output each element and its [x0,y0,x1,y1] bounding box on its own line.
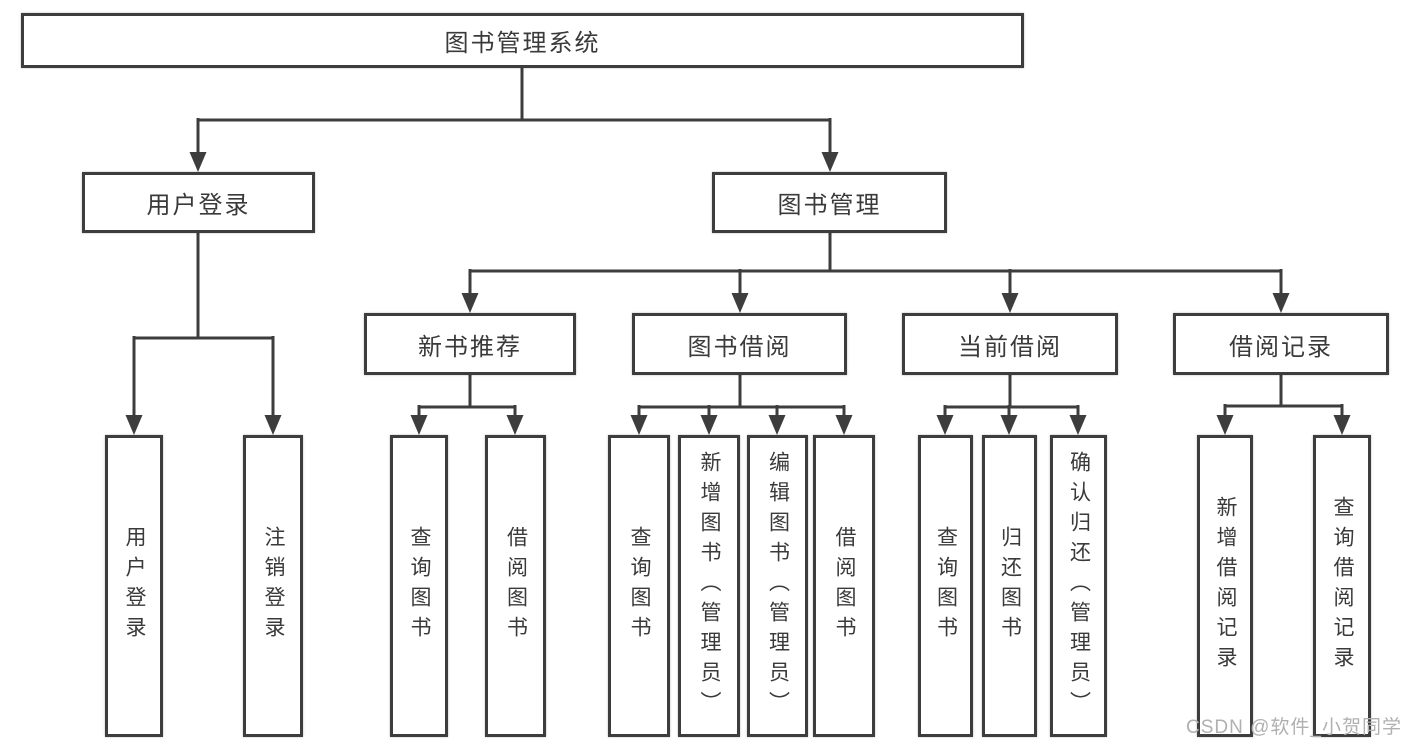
leaf-newbook-query-books: 查询图书 [390,435,448,737]
leaf-user-login: 用户登录 [105,435,163,737]
leaf-current-return-books: 归还图书 [982,435,1037,737]
node-borrowing-records: 借阅记录 [1173,313,1389,375]
leaf-borrow-borrow-books: 借阅图书 [813,435,875,737]
leaf-current-query-books: 查询图书 [918,435,973,737]
leaf-current-confirm-return-admin: 确认归还（管理员） [1050,435,1107,737]
node-book-borrowing: 图书借阅 [632,313,847,375]
leaf-borrow-edit-books-admin: 编辑图书（管理员） [747,435,808,737]
leaf-records-query-borrow-record: 查询借阅记录 [1313,435,1371,737]
leaf-newbook-borrow-books: 借阅图书 [485,435,546,737]
leaf-borrow-query-books: 查询图书 [608,435,670,737]
leaf-borrow-add-books-admin: 新增图书（管理员） [678,435,740,737]
node-library-management-system: 图书管理系统 [21,13,1024,68]
node-new-book-recommendation: 新书推荐 [364,313,576,375]
node-user-login: 用户登录 [82,172,315,233]
leaf-records-add-borrow-record: 新增借阅记录 [1197,435,1253,737]
leaf-logout: 注销登录 [243,435,303,737]
node-current-borrowing: 当前借阅 [902,313,1118,375]
node-book-management: 图书管理 [712,172,947,233]
csdn-watermark: CSDN @软件_小贺同学 [1186,717,1402,738]
arrowheads [125,152,1351,435]
